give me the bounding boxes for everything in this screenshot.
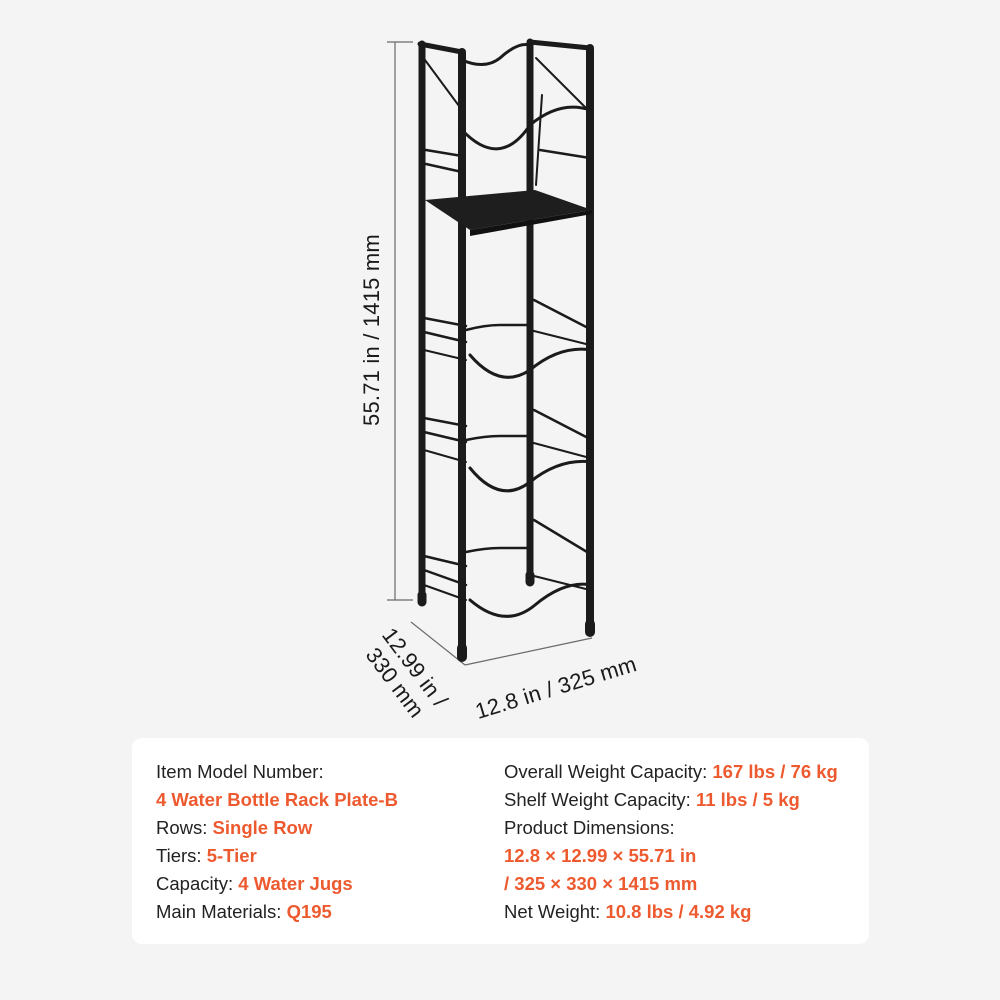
model-number-value-row: 4 Water Bottle Rack Plate-B: [156, 786, 398, 814]
rows-row: Rows: Single Row: [156, 814, 398, 842]
capacity-row: Capacity: 4 Water Jugs: [156, 870, 398, 898]
model-number-row: Item Model Number:: [156, 758, 398, 786]
specs-right-column: Overall Weight Capacity: 167 lbs / 76 kg…: [504, 758, 838, 926]
water-bottle-rack-drawing: [387, 38, 595, 666]
model-number-value: 4 Water Bottle Rack Plate-B: [156, 789, 398, 810]
rows-label: Rows:: [156, 817, 208, 838]
shelf-capacity-value: 11 lbs / 5 kg: [695, 789, 800, 810]
product-dimensions-value-row-1: 12.8 × 12.99 × 55.71 in: [504, 842, 838, 870]
materials-value: Q195: [286, 901, 332, 922]
net-weight-value: 10.8 lbs / 4.92 kg: [605, 901, 752, 922]
tiers-value: 5-Tier: [206, 845, 257, 866]
product-dimensions-value-2: / 325 × 330 × 1415 mm: [504, 873, 698, 894]
materials-label: Main Materials:: [156, 901, 282, 922]
net-weight-row: Net Weight: 10.8 lbs / 4.92 kg: [504, 898, 838, 926]
capacity-value: 4 Water Jugs: [238, 873, 353, 894]
tiers-label: Tiers:: [156, 845, 202, 866]
product-dimensions-value-row-2: / 325 × 330 × 1415 mm: [504, 870, 838, 898]
dimension-lines: [387, 41, 593, 666]
shelf-plate: [425, 190, 592, 230]
shelf-capacity-row: Shelf Weight Capacity: 11 lbs / 5 kg: [504, 786, 838, 814]
model-number-label: Item Model Number:: [156, 761, 324, 782]
product-dimensions-label: Product Dimensions:: [504, 817, 675, 838]
product-illustration: 55.71 in / 1415 mm 12.8 in / 325 mm 12.9…: [359, 38, 639, 724]
capacity-label: Capacity:: [156, 873, 234, 894]
net-weight-label: Net Weight:: [504, 901, 601, 922]
specs-left-column: Item Model Number: 4 Water Bottle Rack P…: [156, 758, 398, 926]
overall-capacity-label: Overall Weight Capacity:: [504, 761, 708, 782]
height-dimension-label: 55.71 in / 1415 mm: [359, 234, 384, 426]
shelf-capacity-label: Shelf Weight Capacity:: [504, 789, 691, 810]
specifications-card: Item Model Number: 4 Water Bottle Rack P…: [132, 738, 869, 944]
tiers-row: Tiers: 5-Tier: [156, 842, 398, 870]
overall-capacity-value: 167 lbs / 76 kg: [712, 761, 838, 782]
product-dimensions-value-1: 12.8 × 12.99 × 55.71 in: [504, 845, 697, 866]
materials-row: Main Materials: Q195: [156, 898, 398, 926]
overall-capacity-row: Overall Weight Capacity: 167 lbs / 76 kg: [504, 758, 838, 786]
product-dimensions-row: Product Dimensions:: [504, 814, 838, 842]
rows-value: Single Row: [212, 817, 313, 838]
